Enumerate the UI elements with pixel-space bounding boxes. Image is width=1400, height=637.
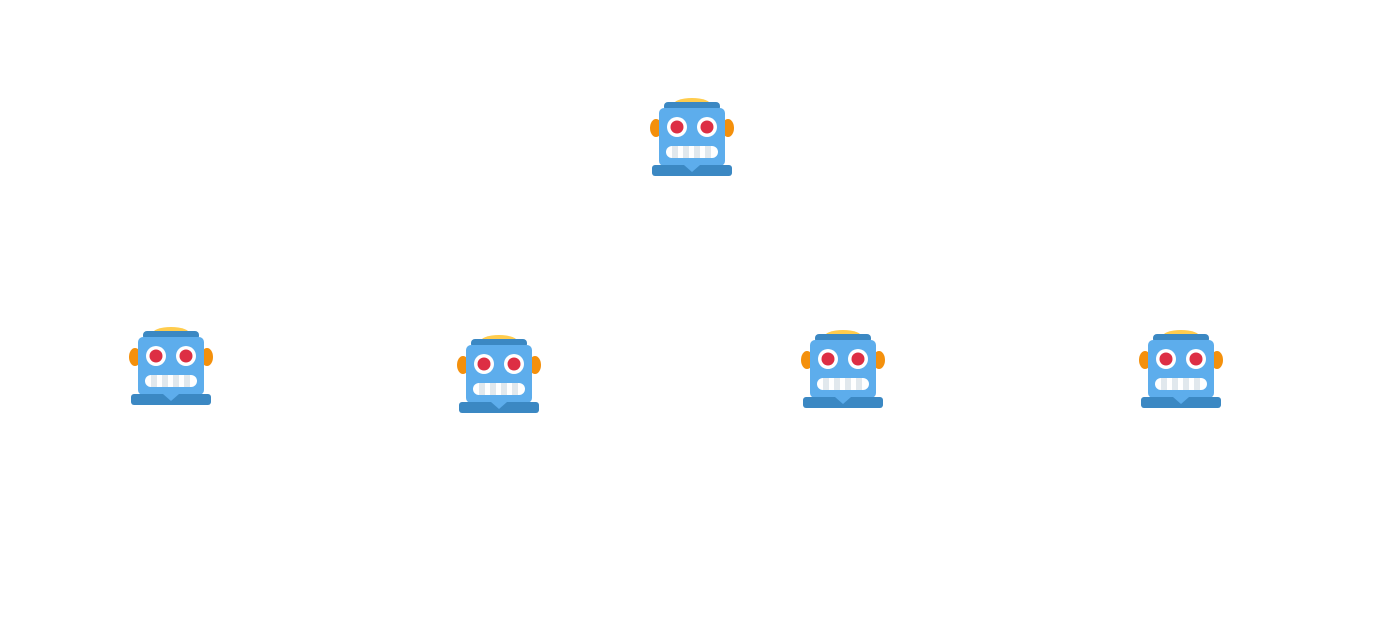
robot-face-icon — [129, 323, 213, 407]
robot-face-icon — [650, 94, 734, 178]
robot-face-icon — [801, 326, 885, 410]
robot-face-icon — [1139, 326, 1223, 410]
robot-face-icon — [457, 331, 541, 415]
